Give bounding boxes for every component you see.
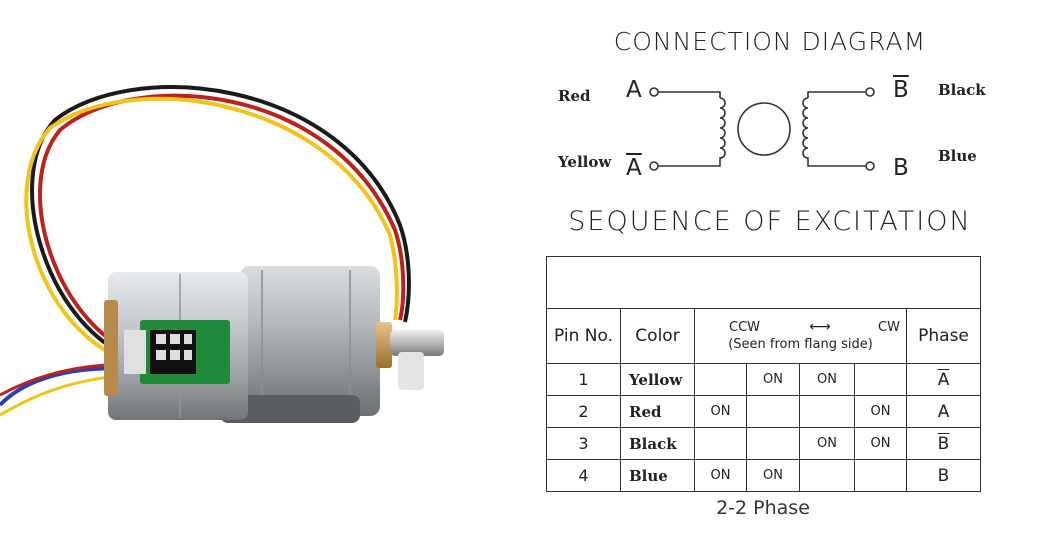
step-cell bbox=[854, 363, 907, 396]
step-cell: ON bbox=[746, 363, 800, 396]
phase-caption: 2-2 Phase bbox=[716, 497, 810, 519]
step-cell: ON bbox=[854, 395, 907, 428]
sequence-title: SEQUENCE OF EXCITATION bbox=[568, 206, 972, 237]
header-phase: Phase bbox=[905, 308, 982, 364]
header-direction: CCW ←→ CW (Seen from flang side) bbox=[694, 308, 907, 364]
brass-bushing bbox=[376, 322, 392, 368]
step-cell: ON bbox=[746, 459, 800, 492]
gearbox-body bbox=[240, 266, 380, 416]
wire-label-red: Red bbox=[558, 87, 591, 105]
step-cell: ON bbox=[854, 427, 907, 460]
phase-cell: A bbox=[905, 395, 982, 428]
table-row: 3 Black ON ON B bbox=[546, 427, 982, 460]
step-cell: ON bbox=[694, 395, 747, 428]
right-coil bbox=[802, 97, 809, 161]
color-cell: Yellow bbox=[620, 363, 695, 396]
phase-cell: B bbox=[905, 427, 982, 460]
terminal-b-bar: B bbox=[893, 77, 909, 103]
wire-label-yellow: Yellow bbox=[558, 153, 612, 171]
step-cell: ON bbox=[799, 427, 855, 460]
blank-header-row bbox=[545, 256, 982, 309]
step-cell bbox=[799, 459, 855, 492]
color-cell: Blue bbox=[620, 459, 695, 492]
table-row: 4 Blue ON ON B bbox=[546, 459, 982, 492]
connection-diagram-title: CONNECTION DIAGRAM bbox=[613, 27, 927, 56]
yellow-wire bbox=[24, 96, 399, 367]
step-cell bbox=[694, 363, 747, 396]
rotor-circle bbox=[737, 102, 791, 156]
step-cell bbox=[799, 395, 855, 428]
wire-label-blue: Blue bbox=[938, 147, 977, 165]
header-note: (Seen from flang side) bbox=[728, 337, 873, 352]
output-shaft bbox=[390, 330, 444, 356]
step-cell bbox=[694, 427, 747, 460]
excitation-table: Pin No. Color CCW ←→ CW (Seen from flang… bbox=[545, 256, 982, 492]
pin-cell: 3 bbox=[546, 427, 621, 460]
black-wire bbox=[30, 85, 411, 362]
step-cell bbox=[854, 459, 907, 492]
stepper-motor-photo bbox=[0, 85, 444, 423]
header-color: Color bbox=[620, 308, 695, 364]
terminal-dot-a-bar bbox=[649, 161, 659, 171]
phase-cell: B bbox=[905, 459, 982, 492]
color-cell: Black bbox=[620, 427, 695, 460]
terminal-a-bar: A bbox=[626, 155, 642, 181]
header-cw: CW bbox=[878, 320, 900, 335]
step-cell: ON bbox=[799, 363, 855, 396]
terminal-b: B bbox=[893, 155, 909, 181]
header-pin: Pin No. bbox=[546, 308, 621, 364]
step-cell: ON bbox=[694, 459, 747, 492]
terminal-dot-b-bar bbox=[865, 87, 875, 97]
winding-schematic bbox=[649, 87, 875, 171]
step-cell bbox=[746, 427, 800, 460]
terminal-dot-a bbox=[649, 87, 659, 97]
terminal-dot-b bbox=[865, 161, 875, 171]
table-row: 1 Yellow ON ON A bbox=[546, 363, 982, 396]
red-wire bbox=[37, 93, 406, 357]
left-coil bbox=[719, 97, 726, 161]
phase-cell: A bbox=[905, 363, 982, 396]
pin-cell: 4 bbox=[546, 459, 621, 492]
table-row: 2 Red ON ON A bbox=[546, 395, 982, 428]
terminal-a: A bbox=[626, 77, 642, 103]
color-cell: Red bbox=[620, 395, 695, 428]
header-ccw: CCW bbox=[729, 320, 761, 335]
pin-cell: 1 bbox=[546, 363, 621, 396]
direction-arrow-icon: ←→ bbox=[809, 319, 831, 335]
step-cell bbox=[746, 395, 800, 428]
pin-cell: 2 bbox=[546, 395, 621, 428]
wire-label-black: Black bbox=[938, 81, 986, 99]
